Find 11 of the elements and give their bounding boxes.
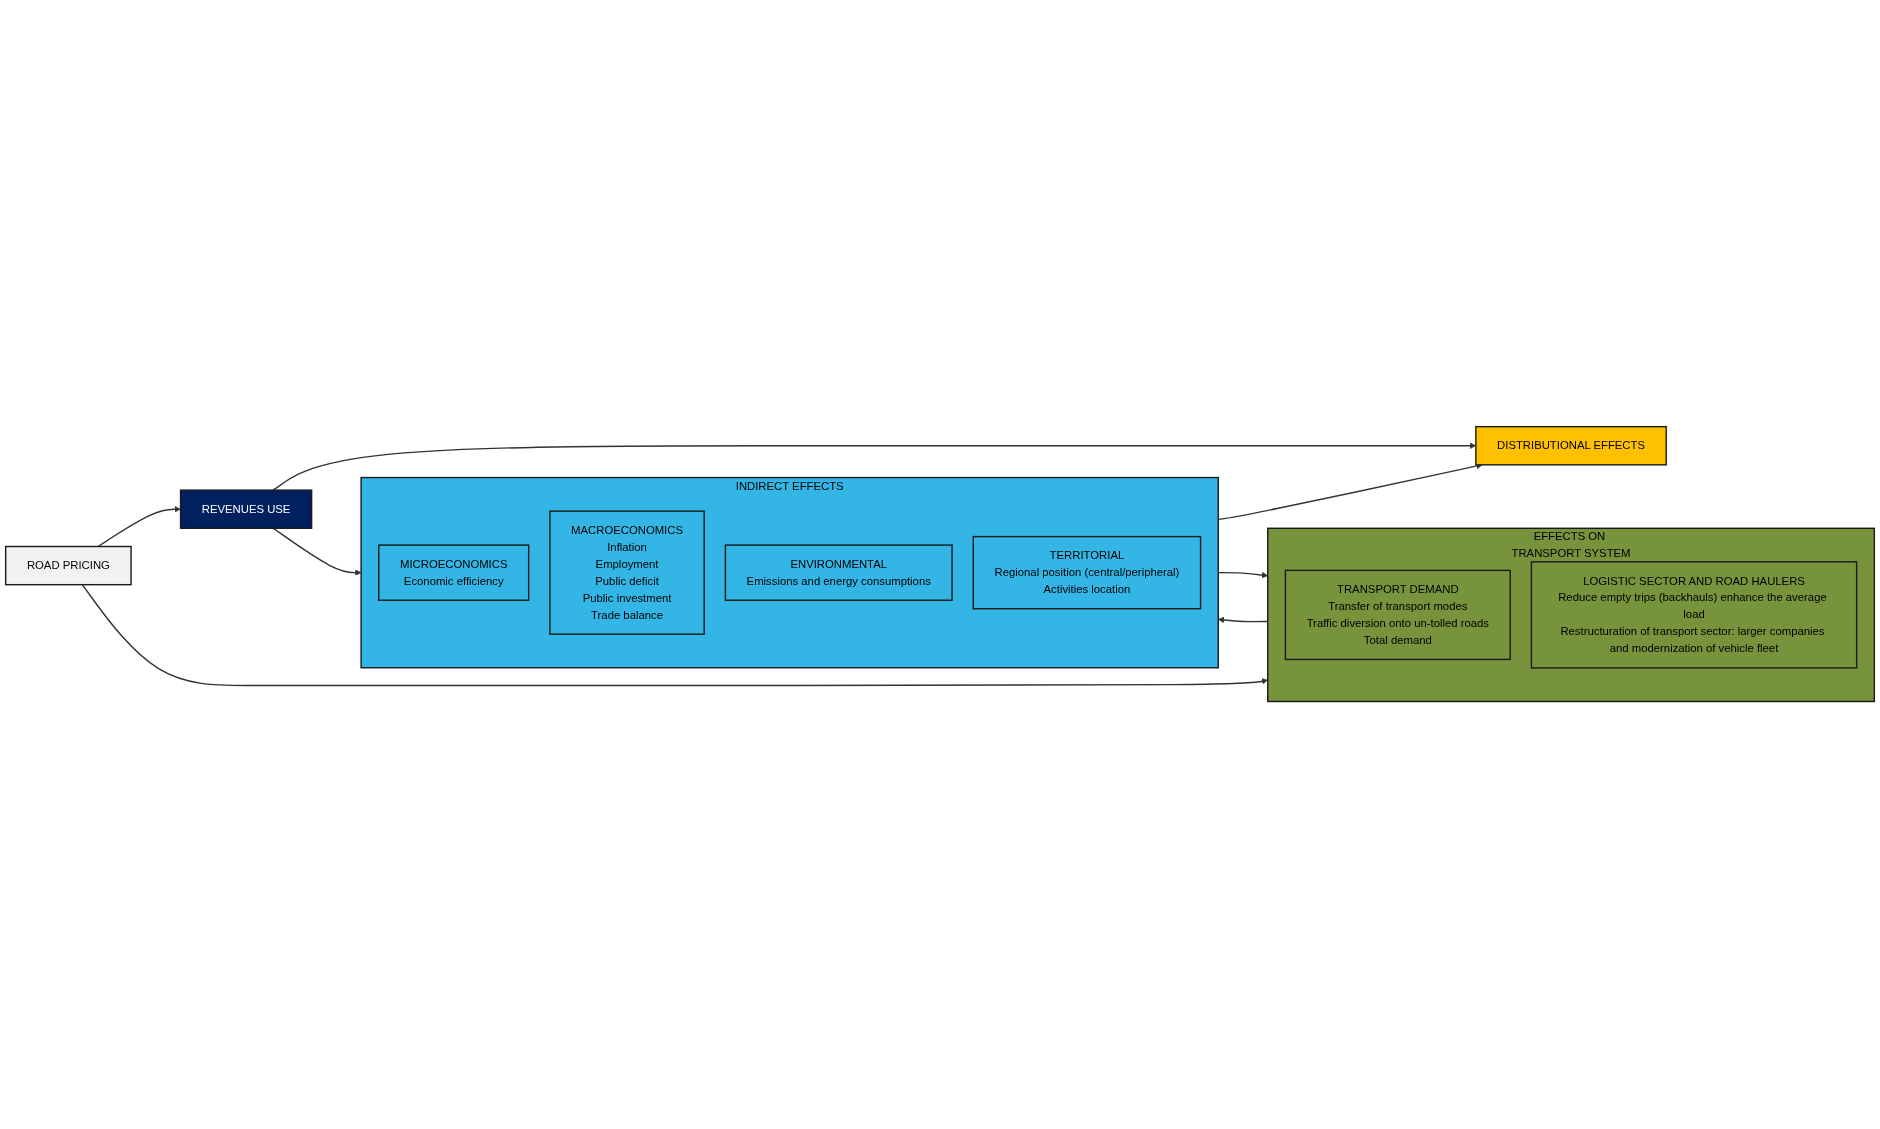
node-box: ENVIRONMENTAL Emissions and energy consumptions (724, 544, 953, 602)
node-box: TERRITORIAL Regional position (central/peripheral) Activities location (972, 536, 1202, 610)
node-box: DISTRIBUTIONAL EFFECTS (1475, 426, 1667, 466)
node-box: TRANSPORT DEMAND Transfer of transport modes Traffic diversion onto un-tolled roads Total demand (1284, 570, 1511, 661)
node-box: ROAD PRICING (4, 546, 132, 586)
node-box: MICROECONOMICS Economic efficiency (378, 544, 530, 602)
node-box: MACROECONOMICS Inflation Employment Public deficit Public investment Trade balance (549, 510, 705, 636)
arrow (272, 528, 362, 577)
arrow (97, 506, 181, 548)
node-box: LOGISTIC SECTOR AND ROAD HAULERS Reduce empty trips (backhauls) enhance the average load Restructuration of transport sector: larger companies and modernization of vehicle fleet (1530, 561, 1858, 670)
node-box: REVENUES USE (179, 489, 313, 530)
